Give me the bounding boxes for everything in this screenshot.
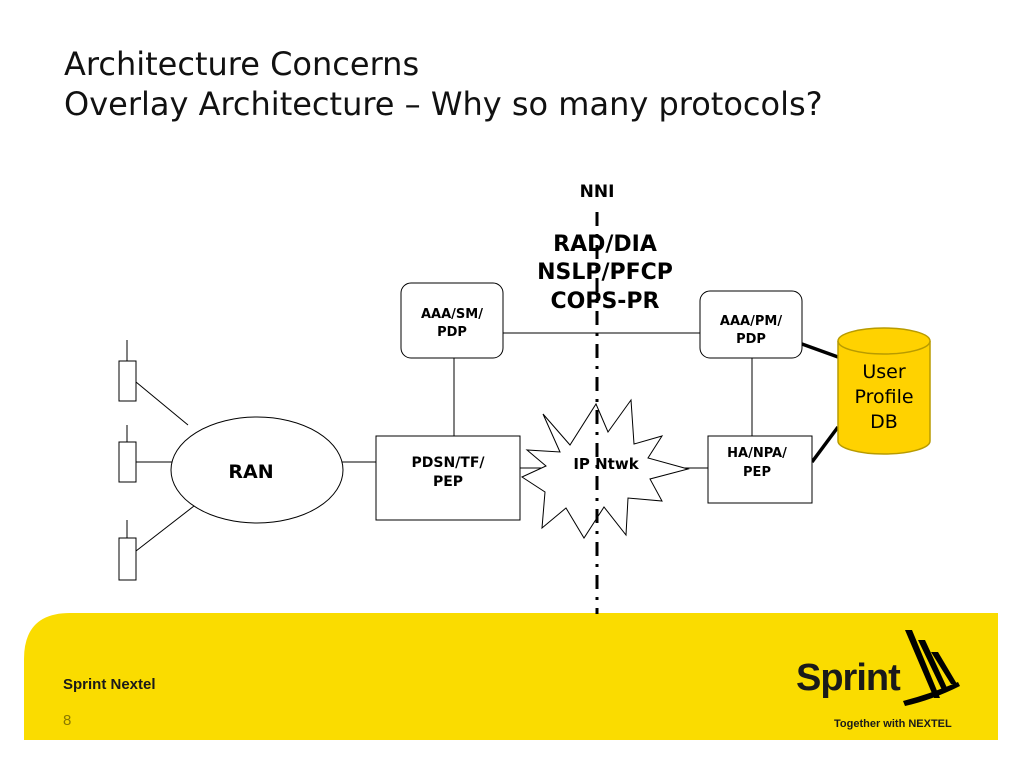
mobile-device-3 — [118, 537, 137, 581]
ip-ntwk-label: IP Ntwk — [573, 455, 639, 473]
ha-npa-label-line-1: HA/NPA/ — [727, 446, 787, 461]
pdsn-node — [375, 435, 521, 521]
protocol-label-3: COPS-PR — [550, 289, 659, 314]
line-hanpa-db — [810, 425, 840, 464]
aaa-sm-label-line-2: PDP — [437, 325, 467, 340]
footer-band — [24, 613, 998, 740]
line-mobile3-ran — [135, 505, 195, 552]
protocol-label-2: NSLP/PFCP — [537, 260, 673, 285]
footer-company-name: Sprint Nextel — [63, 676, 156, 693]
db-label-line-2: Profile — [854, 386, 913, 408]
line-mobile1-ran — [135, 381, 189, 426]
title-line-1: Architecture Concerns — [64, 45, 420, 83]
ha-npa-node — [707, 435, 813, 504]
slide-title: Architecture Concerns Overlay Architectu… — [64, 44, 823, 124]
ran-node — [170, 416, 344, 524]
ha-npa-label-line-2: PEP — [743, 465, 771, 480]
db-links — [801, 342, 840, 464]
ip-ntwk-node — [520, 398, 690, 539]
protocol-label-1: RAD/DIA — [553, 232, 657, 257]
sprint-logo-wordmark: Sprint — [796, 657, 901, 699]
nni-label: NNI — [580, 182, 615, 202]
pdsn-label-line-1: PDSN/TF/ — [411, 455, 485, 471]
ran-label: RAN — [228, 461, 273, 483]
db-label-line-3: DB — [870, 411, 898, 433]
footer-tagline: Together with NEXTEL — [834, 718, 952, 730]
sprint-wings-icon — [903, 630, 960, 706]
title-line-2: Overlay Architecture – Why so many proto… — [64, 85, 823, 123]
aaa-pm-node — [699, 290, 803, 359]
aaa-sm-node — [400, 282, 504, 359]
page-number: 8 — [63, 712, 72, 729]
mobile-device-2 — [118, 441, 137, 483]
mobile-device-1 — [118, 360, 137, 402]
aaa-sm-label-line-1: AAA/SM/ — [421, 307, 483, 322]
aaa-pm-label-line-2: PDP — [736, 332, 766, 347]
user-profile-db-node — [837, 327, 931, 455]
pdsn-label-line-2: PEP — [433, 474, 463, 490]
db-label-line-1: User — [862, 361, 905, 383]
line-aaapm-db — [801, 342, 839, 359]
aaa-pm-label-line-1: AAA/PM/ — [720, 314, 782, 329]
